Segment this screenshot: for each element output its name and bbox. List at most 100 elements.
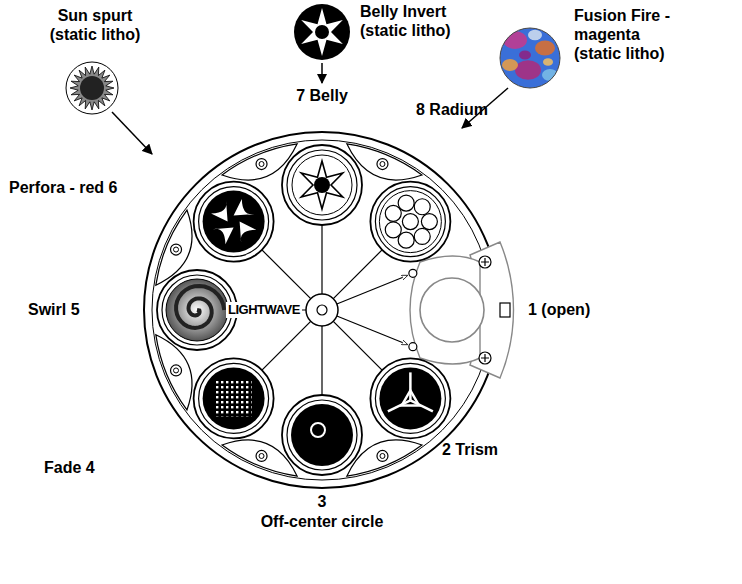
slot-label: 8 Radium xyxy=(416,100,526,119)
radium-gobo xyxy=(414,228,430,244)
open-slot xyxy=(420,278,484,342)
belly-gobo xyxy=(292,155,352,215)
slot-label: 7 Belly xyxy=(262,86,382,105)
fusion-fire-litho xyxy=(500,28,560,88)
swirl-gobo xyxy=(176,286,224,328)
screw xyxy=(481,258,489,266)
drawing-stroke xyxy=(519,51,531,60)
bolt-hole xyxy=(377,450,388,461)
radium-gobo xyxy=(385,205,401,221)
fade-gobo xyxy=(203,367,265,429)
slot-ring xyxy=(370,358,450,438)
off-center-gobo xyxy=(311,423,325,437)
slot-ring xyxy=(194,358,274,438)
slot-label: Perfora - red 6 xyxy=(9,178,169,197)
drawing-stroke xyxy=(528,30,542,41)
screw xyxy=(481,354,489,362)
spoke xyxy=(333,245,387,299)
perfora-gobo xyxy=(240,222,257,243)
off-center-gobo xyxy=(291,404,353,466)
slot-ring xyxy=(199,187,269,257)
trism-gobo xyxy=(402,390,419,405)
slot-label: Swirl 5 xyxy=(28,300,118,319)
bolt-hole xyxy=(171,365,182,376)
bolt-hole xyxy=(380,453,385,458)
slot-ring xyxy=(287,150,357,220)
bolt-hole xyxy=(259,453,264,458)
perfora-gobo xyxy=(203,191,265,253)
wheel-rim xyxy=(144,132,500,488)
bolt-hole xyxy=(256,159,267,170)
drawing-stroke xyxy=(543,58,553,66)
spoke xyxy=(333,321,387,375)
bolt-hole xyxy=(377,159,388,170)
belly-invert-litho xyxy=(315,25,329,39)
slot-label: 1 (open) xyxy=(528,300,638,319)
bolt-hole xyxy=(380,162,385,167)
perfora-gobo xyxy=(213,228,234,245)
spoke xyxy=(257,321,311,375)
sun-spurt-litho xyxy=(80,76,104,100)
wheel-inner-rim xyxy=(152,140,492,480)
radium-gobo xyxy=(379,191,441,253)
leader-arrow xyxy=(321,63,323,83)
bolt-hole xyxy=(174,368,179,373)
slot-ring xyxy=(162,275,232,345)
perfora-gobo xyxy=(211,201,228,222)
leader-arrow xyxy=(112,112,152,154)
slot-ring xyxy=(199,363,269,433)
gobo-name: Belly Invert (static litho) xyxy=(360,2,480,40)
sun-spurt-litho xyxy=(66,62,118,114)
hub xyxy=(306,294,338,326)
spoke xyxy=(321,218,322,294)
fusion-fire-litho xyxy=(500,28,560,88)
spoke xyxy=(337,276,407,304)
drawing-stroke xyxy=(502,59,518,71)
spoke xyxy=(257,245,311,299)
drawing-stroke xyxy=(542,69,558,81)
slot-ring xyxy=(375,187,445,257)
spoke xyxy=(321,326,322,402)
belly-invert-litho xyxy=(294,4,350,60)
clip-pin xyxy=(409,343,417,351)
screw xyxy=(479,256,491,268)
bolt-hole xyxy=(259,162,264,167)
radium-gobo xyxy=(402,214,418,230)
trism-gobo xyxy=(409,372,412,400)
swirl-gobo xyxy=(166,279,228,341)
gobo-name: Sun spurt (static litho) xyxy=(35,6,155,44)
clip-pin xyxy=(409,269,417,277)
fade-gobo xyxy=(216,380,252,416)
spoke xyxy=(337,316,407,344)
perfora-gobo xyxy=(234,199,255,216)
bolt-hole xyxy=(256,450,267,461)
belly-invert-litho xyxy=(301,8,343,56)
bolt-hole xyxy=(174,247,179,252)
drawing-stroke xyxy=(515,60,541,80)
slot-ring xyxy=(282,145,362,225)
radium-gobo xyxy=(421,214,437,230)
bolt-hole xyxy=(171,244,182,255)
slot-label: 2 Trism xyxy=(442,440,542,459)
slot-ring xyxy=(282,395,362,475)
slot-ring xyxy=(370,182,450,262)
radium-gobo xyxy=(398,232,414,248)
radium-gobo xyxy=(398,195,414,211)
slot-label: 3 xyxy=(292,492,352,511)
radium-gobo xyxy=(414,199,430,215)
wheel-tab xyxy=(500,303,510,317)
radium-gobo xyxy=(385,222,401,238)
hub xyxy=(317,305,327,315)
screw xyxy=(479,352,491,364)
slot-label: Fade 4 xyxy=(44,458,134,477)
drawing-stroke xyxy=(500,28,560,88)
slot-ring xyxy=(375,363,445,433)
trism-gobo xyxy=(379,367,441,429)
belly-gobo xyxy=(314,177,330,193)
slot-ring xyxy=(157,270,237,350)
slot-ring xyxy=(194,182,274,262)
sun-spurt-litho xyxy=(70,66,114,110)
slot-ring xyxy=(287,400,357,470)
brand-mark: LIGHTWAVE xyxy=(226,302,302,318)
